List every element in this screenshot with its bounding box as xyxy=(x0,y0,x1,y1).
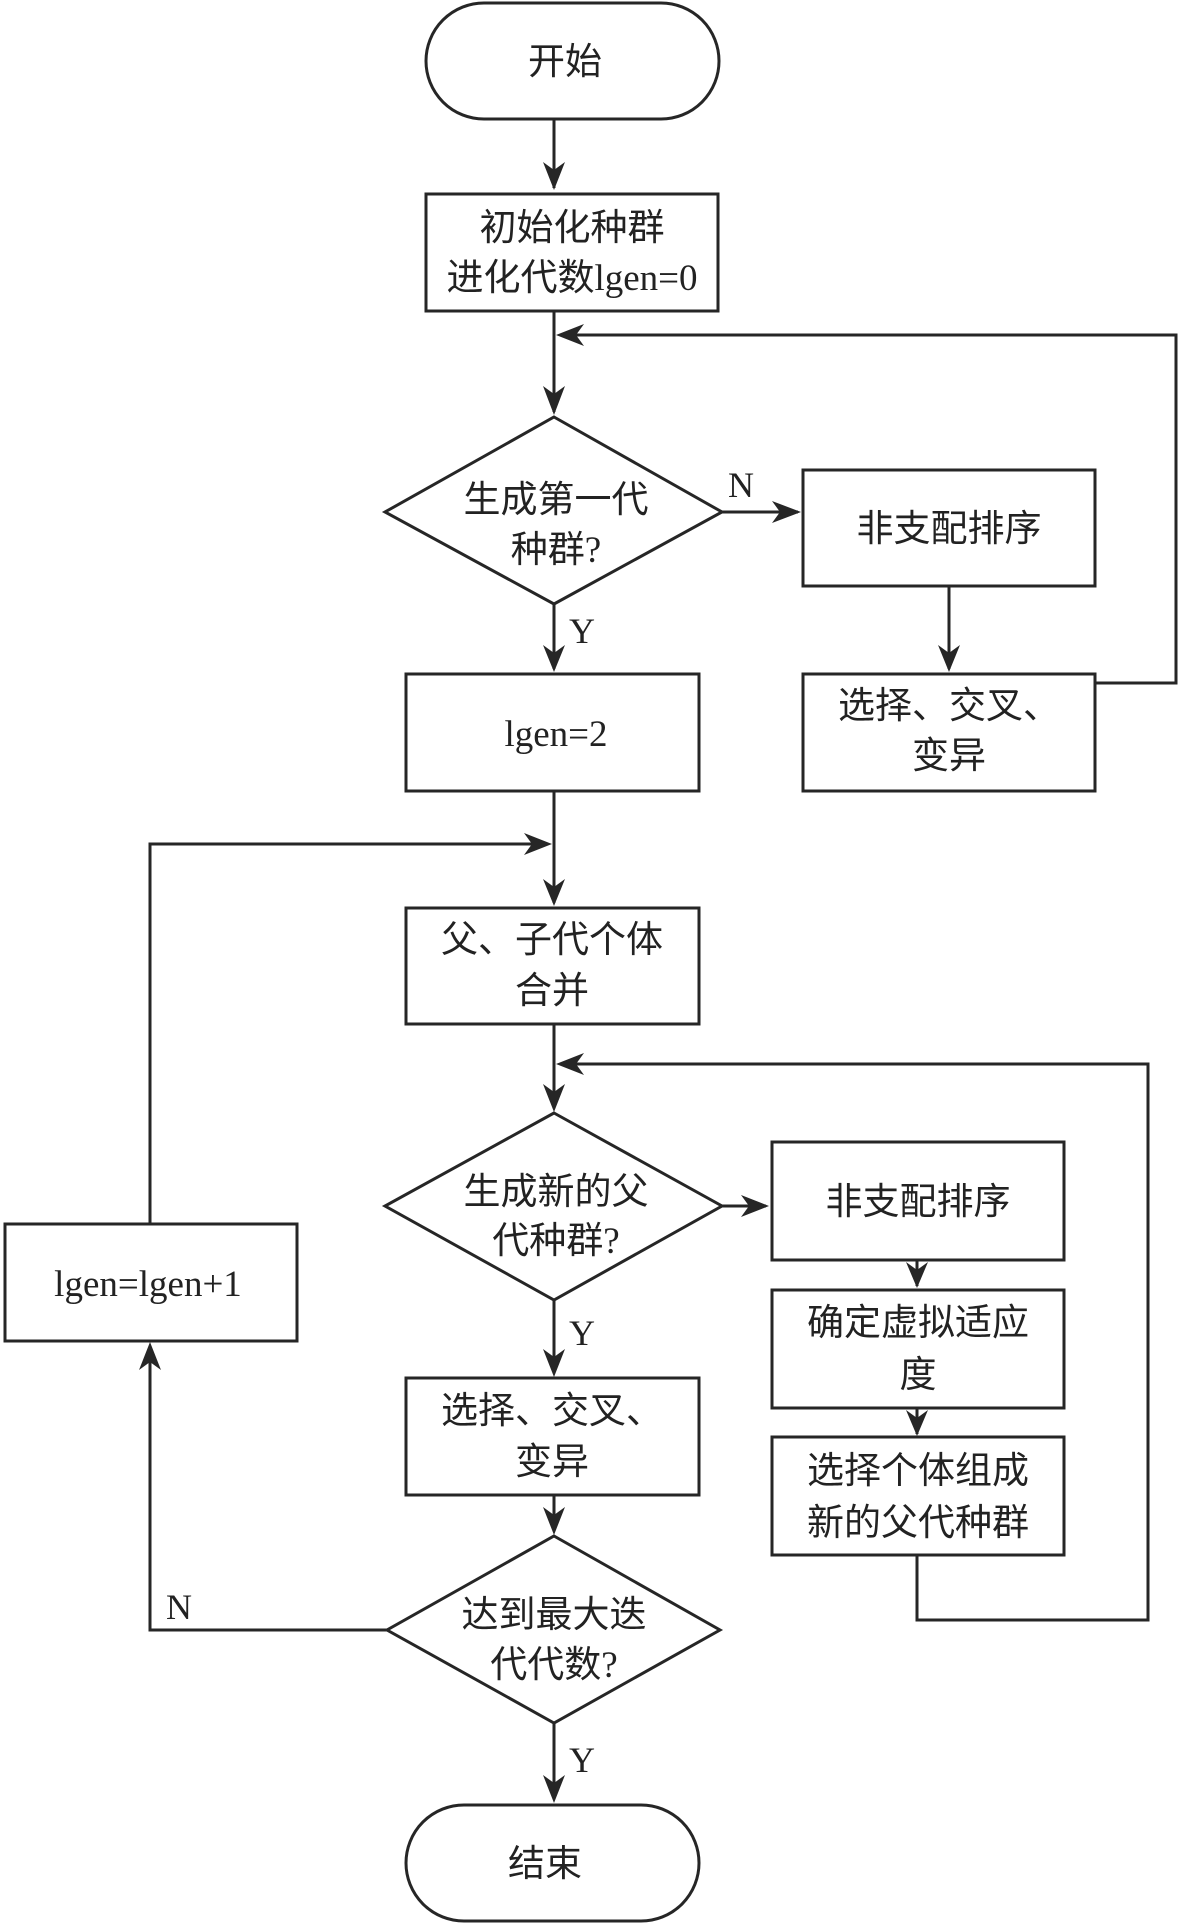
node-fitness-line1: 确定虚拟适应 xyxy=(807,1302,1029,1344)
arrowhead-down-icon xyxy=(906,1410,928,1436)
arrowhead-right-icon xyxy=(741,1195,769,1217)
node-sel2-line1: 选择、交叉、 xyxy=(441,1390,663,1432)
node-nds1-label: 非支配排序 xyxy=(857,508,1042,550)
node-sel2-line2: 变异 xyxy=(515,1441,589,1483)
label-dec1-yes: Y xyxy=(569,611,595,651)
node-init-line2: 进化代数lgen=0 xyxy=(446,257,697,299)
arrowhead-down-icon xyxy=(543,1775,565,1803)
arrowhead-left-icon xyxy=(556,324,584,346)
node-new-parent-population: 选择个体组成 新的父代种群 xyxy=(770,1435,1066,1557)
node-newparents-line1: 选择个体组成 xyxy=(807,1451,1029,1492)
label-dec3-no: N xyxy=(166,1587,192,1627)
node-virtual-fitness: 确定虚拟适应 度 xyxy=(770,1288,1066,1410)
arrowhead-down-icon xyxy=(543,645,565,672)
edge-newparents-loop xyxy=(560,1062,1150,1622)
label-dec2-yes: Y xyxy=(569,1313,595,1353)
arrowhead-down-icon xyxy=(543,1507,565,1535)
node-nondominated-sort-1: 非支配排序 xyxy=(801,468,1097,588)
node-dec2-line2: 代种群? xyxy=(492,1221,619,1262)
arrowhead-down-icon xyxy=(543,1084,565,1112)
node-init-line1: 初始化种群 xyxy=(480,208,665,249)
node-lgen-2: lgen=2 xyxy=(404,672,701,793)
node-select-crossover-mutate-1: 选择、交叉、 变异 xyxy=(801,672,1097,793)
node-merge: 父、子代个体 合并 xyxy=(404,906,701,1026)
node-merge-line2: 合并 xyxy=(515,970,589,1012)
node-nondominated-sort-2: 非支配排序 xyxy=(770,1140,1066,1262)
arrowhead-left-icon xyxy=(556,1053,584,1075)
node-incr-label: lgen=lgen+1 xyxy=(54,1264,242,1305)
label-dec1-no: N xyxy=(728,465,754,505)
edge-incr-loop xyxy=(148,842,548,1224)
node-dec3-line1: 达到最大迭 xyxy=(462,1595,647,1636)
node-dec1-line2: 种群? xyxy=(511,530,601,571)
arrowhead-right-icon xyxy=(772,501,801,523)
node-dec2-line1: 生成新的父 xyxy=(464,1171,649,1213)
node-select-crossover-mutate-2: 选择、交叉、 变异 xyxy=(404,1376,701,1497)
arrowhead-down-icon xyxy=(543,1349,565,1377)
arrowhead-up-icon xyxy=(139,1342,161,1370)
node-start: 开始 xyxy=(424,1,721,121)
node-init: 初始化种群 进化代数lgen=0 xyxy=(424,192,720,313)
node-sel1-line1: 选择、交叉、 xyxy=(838,685,1060,727)
node-start-label: 开始 xyxy=(528,42,602,83)
edges xyxy=(139,119,1178,1803)
label-dec3-yes: Y xyxy=(569,1740,595,1780)
edge-sel1-loop xyxy=(560,333,1178,685)
node-decision-new-parents: 生成新的父 代种群? xyxy=(381,1111,726,1302)
node-end: 结束 xyxy=(404,1803,701,1923)
node-nds2-label: 非支配排序 xyxy=(826,1181,1011,1223)
arrowhead-down-icon xyxy=(543,386,565,415)
node-merge-line1: 父、子代个体 xyxy=(441,920,663,961)
node-newparents-line2: 新的父代种群 xyxy=(807,1502,1029,1544)
arrowhead-down-icon xyxy=(543,162,565,190)
node-lgen-increment: lgen=lgen+1 xyxy=(3,1222,299,1343)
node-sel1-line2: 变异 xyxy=(912,735,986,777)
node-dec3-line2: 代代数? xyxy=(490,1644,617,1686)
arrowhead-down-icon xyxy=(543,879,565,906)
edge-dec3-incr xyxy=(148,1346,387,1632)
node-dec1-line1: 生成第一代 xyxy=(464,479,649,521)
node-end-label: 结束 xyxy=(508,1843,582,1885)
node-decision-max-generations: 达到最大迭 代代数? xyxy=(383,1534,724,1725)
arrowhead-down-icon xyxy=(938,645,960,672)
node-fitness-line2: 度 xyxy=(900,1354,937,1396)
node-lgen2-label: lgen=2 xyxy=(504,714,607,755)
node-decision-first-gen: 生成第一代 种群? xyxy=(381,415,726,606)
arrowhead-down-icon xyxy=(906,1262,928,1288)
arrowhead-right-icon xyxy=(524,833,552,855)
